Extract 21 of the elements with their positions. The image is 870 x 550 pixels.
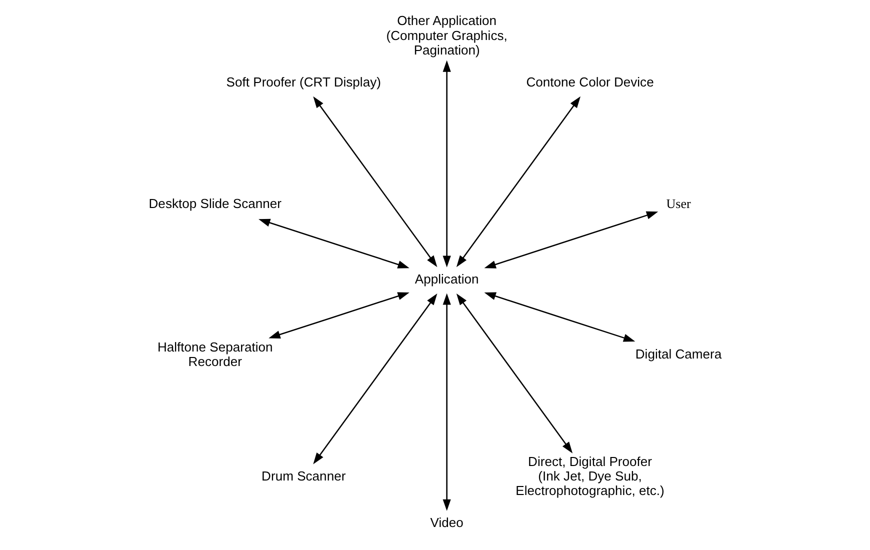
node-text: Application — [414, 271, 479, 286]
arrow — [313, 96, 438, 268]
arrow — [268, 292, 410, 338]
node-text: Video — [430, 515, 464, 530]
arrow — [442, 293, 451, 511]
node-text: User — [666, 196, 691, 212]
arrow — [456, 294, 573, 454]
node-text: Contone Color Device — [526, 74, 654, 90]
node-text: Desktop Slide Scanner — [148, 196, 282, 212]
node-text: Drum Scanner — [262, 468, 346, 484]
arrow — [258, 218, 410, 268]
node-text: Direct, Digital Proofer (Ink Jet, Dye Sub, Electrophotographic, etc.) — [516, 454, 664, 498]
arrow — [313, 294, 438, 464]
node-text: Digital Camera — [635, 346, 722, 362]
node-text: Other Application (Computer Graphics, Pagination) — [386, 13, 508, 58]
arrow — [484, 211, 658, 268]
arrow — [456, 96, 580, 268]
arrow — [484, 292, 636, 342]
arrow — [442, 60, 451, 268]
node-text: Halftone Separation Recorder — [157, 339, 273, 370]
node-text: Soft Proofer (CRT Display) — [226, 74, 381, 90]
